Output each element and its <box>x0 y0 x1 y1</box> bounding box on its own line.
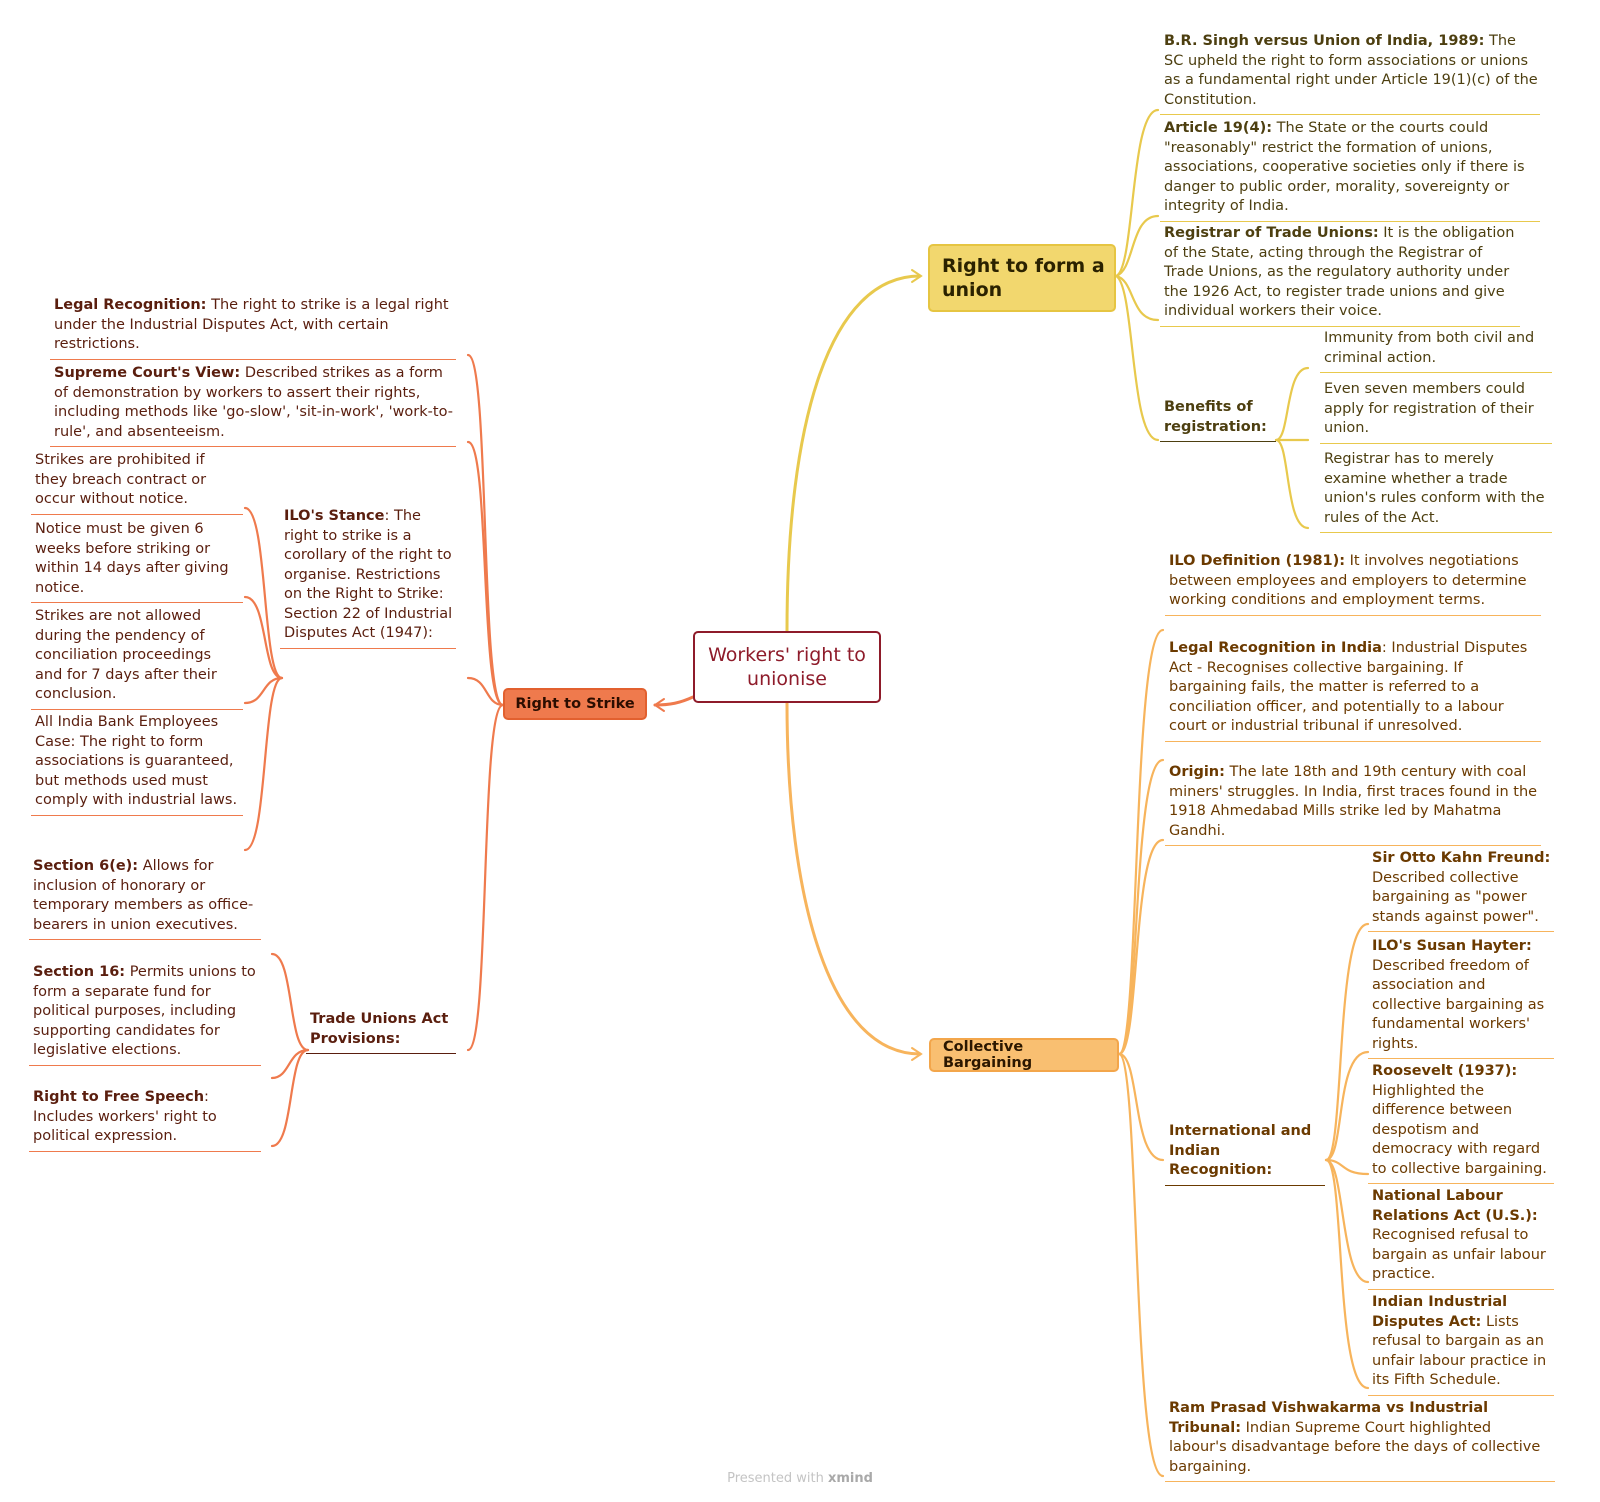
recognition-item[interactable]: ILO's Susan Hayter: Described freedom of… <box>1368 937 1554 1059</box>
trade-unions-act-provisions[interactable]: Trade Unions Act Provisions: <box>306 1010 456 1054</box>
link-union <box>785 274 922 633</box>
leaf-br-singh[interactable]: B.R. Singh versus Union of India, 1989: … <box>1160 32 1540 115</box>
link-strike <box>653 695 695 707</box>
leaf-supreme-court-view[interactable]: Supreme Court's View: Described strikes … <box>50 364 456 447</box>
benefit-item[interactable]: Even seven members could apply for regis… <box>1320 380 1552 444</box>
topic-collective-bargaining[interactable]: Collective Bargaining <box>929 1038 1119 1072</box>
benefit-item[interactable]: Immunity from both civil and criminal ac… <box>1320 329 1552 373</box>
strike-restriction-item[interactable]: Notice must be given 6 weeks before stri… <box>31 520 243 603</box>
leaf-legal-recognition[interactable]: Legal Recognition: The right to strike i… <box>50 296 456 360</box>
arrow-heads <box>653 269 923 1061</box>
strike-restriction-item[interactable]: All India Bank Employees Case: The right… <box>31 713 243 816</box>
strike-restriction-item[interactable]: Strikes are not allowed during the pende… <box>31 607 243 710</box>
leaf-registrar-of-trade-unions[interactable]: Registrar of Trade Unions: It is the obl… <box>1160 224 1520 327</box>
recognition-item[interactable]: Indian Industrial Disputes Act: Lists re… <box>1368 1293 1554 1396</box>
trade-union-provision-item[interactable]: Right to Free Speech: Includes workers' … <box>29 1088 261 1152</box>
topic-right-to-form-union[interactable]: Right to form a union <box>928 244 1116 312</box>
trade-union-provision-item[interactable]: Section 6(e): Allows for inclusion of ho… <box>29 857 261 940</box>
benefit-item[interactable]: Registrar has to merely examine whether … <box>1320 450 1552 533</box>
topic-right-to-strike[interactable]: Right to Strike <box>503 688 647 720</box>
leaf-ram-prasad-vishwakarma[interactable]: Ram Prasad Vishwakarma vs Industrial Tri… <box>1165 1399 1555 1482</box>
recognition-item[interactable]: Sir Otto Kahn Freund: Described collecti… <box>1368 849 1554 932</box>
xmind-brand: xmind <box>827 1471 873 1486</box>
recognition-item[interactable]: Roosevelt (1937): Highlighted the differ… <box>1368 1062 1554 1184</box>
strike-restriction-item[interactable]: Strikes are prohibited if they breach co… <box>31 451 243 515</box>
leaf-legal-recognition-india[interactable]: Legal Recognition in India: Industrial D… <box>1165 639 1541 742</box>
leaf-article-19-4[interactable]: Article 19(4): The State or the courts c… <box>1160 119 1540 222</box>
international-indian-recognition[interactable]: International and Indian Recognition: <box>1165 1122 1325 1186</box>
footer-credit: Presented with xmind <box>727 1471 873 1486</box>
trade-union-provision-item[interactable]: Section 16: Permits unions to form a sep… <box>29 963 261 1066</box>
leaf-origin[interactable]: Origin: The late 18th and 19th century w… <box>1165 763 1541 846</box>
ilo-stance[interactable]: ILO's Stance: The right to strike is a c… <box>280 507 456 649</box>
benefits-of-registration[interactable]: Benefits of registration: <box>1160 398 1276 442</box>
leaf-ilo-definition[interactable]: ILO Definition (1981): It involves negot… <box>1165 552 1541 616</box>
recognition-item[interactable]: National Labour Relations Act (U.S.): Re… <box>1368 1187 1554 1290</box>
central-topic[interactable]: Workers' right to unionise <box>693 631 881 703</box>
link-cb <box>785 701 922 1056</box>
